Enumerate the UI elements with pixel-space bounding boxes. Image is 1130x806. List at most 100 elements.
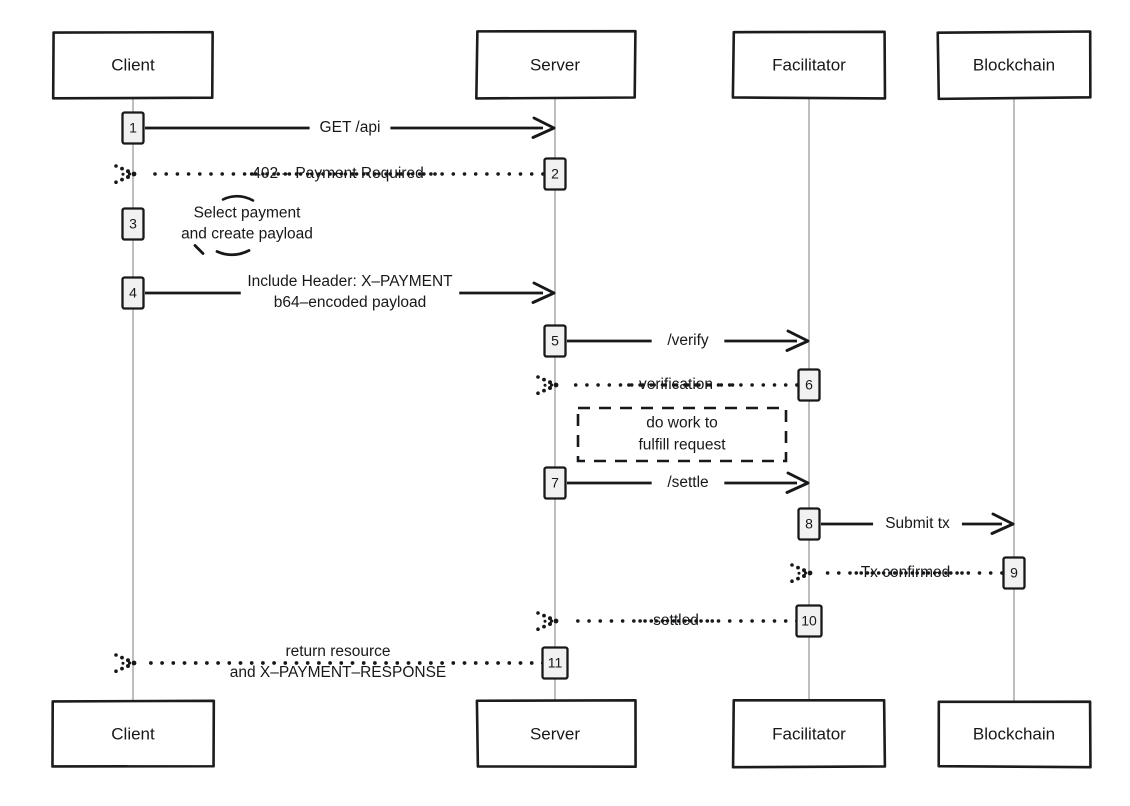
arrowhead-dot xyxy=(554,619,559,624)
step-marker-11: 11 xyxy=(543,648,568,679)
message-7: /settle xyxy=(567,473,808,493)
self-note-line: Select payment xyxy=(194,205,302,222)
self-note-line: and create payload xyxy=(181,226,313,243)
step-marker-9: 9 xyxy=(1004,558,1025,589)
sketch-accent-tick-icon xyxy=(195,246,203,254)
arrowhead-dot xyxy=(548,622,552,626)
step-number: 9 xyxy=(1010,565,1018,581)
step-number: 8 xyxy=(805,516,813,532)
arrowhead-dot xyxy=(128,172,131,175)
message-9: Tx confirmed xyxy=(790,563,1002,583)
step-number: 1 xyxy=(129,120,137,136)
step-marker-3: 3 xyxy=(123,209,144,240)
sketch-accent-top-icon xyxy=(223,196,253,200)
arrowhead-dot xyxy=(114,653,118,657)
arrowhead-dot xyxy=(126,664,130,668)
arrowhead-dot xyxy=(536,627,540,631)
message-label: Tx confirmed xyxy=(861,564,951,581)
message-4: Include Header: X–PAYMENT b64–encoded pay… xyxy=(145,273,554,311)
actor-box-server-bottom: Server xyxy=(477,700,636,766)
step-number: 5 xyxy=(551,333,559,349)
arrowhead-dot xyxy=(114,164,118,168)
arrowhead-dot xyxy=(550,383,553,386)
arrowhead-dot xyxy=(126,175,130,179)
arrowhead-dot xyxy=(114,180,118,184)
step-number: 11 xyxy=(548,655,563,671)
actor-box-server-top: Server xyxy=(476,31,635,98)
message-label: verification xyxy=(639,376,713,393)
arrowhead-dot xyxy=(544,384,547,387)
step-marker-2: 2 xyxy=(545,159,566,190)
actor-boxes-top: Client Server Facilitator Blockchain xyxy=(53,31,1090,99)
message-8: Submit tx xyxy=(821,514,1013,534)
arrowhead-dot xyxy=(550,619,553,622)
message-6: verification xyxy=(536,375,797,395)
note-label-line: do work to xyxy=(646,415,718,432)
message-label: Submit tx xyxy=(885,515,950,532)
message-label-line: Include Header: X–PAYMENT xyxy=(247,273,453,290)
arrowhead-dot xyxy=(542,614,546,618)
arrowhead-dot xyxy=(128,661,131,664)
arrowhead-dot xyxy=(542,625,546,629)
arrowhead-dot xyxy=(796,577,800,581)
actor-label-blockchain: Blockchain xyxy=(973,55,1055,74)
self-note-3: Select payment and create payload xyxy=(181,196,313,255)
message-label: settled xyxy=(653,612,699,629)
note-label-line: fulfill request xyxy=(638,437,726,454)
actor-label-blockchain: Blockchain xyxy=(973,724,1055,743)
arrowhead-dot xyxy=(114,669,118,673)
arrowhead-dot xyxy=(536,391,540,395)
arrowhead-dot xyxy=(790,579,794,583)
arrowhead-dot xyxy=(796,566,800,570)
message-label-line: return resource xyxy=(285,643,390,660)
step-number: 10 xyxy=(801,613,817,629)
actor-label-client: Client xyxy=(111,724,155,743)
message-1: GET /api xyxy=(145,118,554,138)
message-label-line: and X–PAYMENT–RESPONSE xyxy=(230,664,447,681)
step-marker-8: 8 xyxy=(799,509,820,540)
actor-label-server: Server xyxy=(530,55,580,74)
actor-box-facilitator-top: Facilitator xyxy=(733,32,885,99)
sketch-accent-bottom-icon xyxy=(217,251,249,255)
arrowhead-dot xyxy=(548,386,552,390)
message-label-line: b64–encoded payload xyxy=(274,294,427,311)
arrowhead-dot xyxy=(120,656,124,660)
arrowhead-dot xyxy=(120,178,124,182)
arrowhead-dot xyxy=(132,172,137,177)
step-marker-5: 5 xyxy=(545,326,566,357)
actor-label-server: Server xyxy=(530,724,580,743)
actor-box-blockchain-bottom: Blockchain xyxy=(939,702,1091,768)
actor-label-facilitator: Facilitator xyxy=(772,724,846,743)
message-label: GET /api xyxy=(320,119,381,136)
message-10: settled xyxy=(536,611,797,631)
message-label: /settle xyxy=(667,474,708,491)
actor-label-client: Client xyxy=(111,55,155,74)
actor-label-facilitator: Facilitator xyxy=(772,55,846,74)
arrowhead-dot xyxy=(122,173,125,176)
step-number: 4 xyxy=(129,285,137,301)
arrowhead-dot xyxy=(802,574,806,578)
arrowhead-dot xyxy=(790,563,794,567)
actor-box-client-top: Client xyxy=(53,32,212,98)
arrowhead-dot xyxy=(544,620,547,623)
step-number: 3 xyxy=(129,216,137,232)
step-number: 7 xyxy=(551,475,559,491)
step-marker-4: 4 xyxy=(123,278,144,309)
step-marker-1: 1 xyxy=(123,113,144,144)
arrowhead-dot xyxy=(554,383,559,388)
arrowhead-dot xyxy=(542,378,546,382)
lifelines-layer xyxy=(133,98,1014,701)
arrowhead-dot xyxy=(798,572,801,575)
step-markers-layer: 1 2 3 4 5 6 7 8 9 10 11 xyxy=(123,113,1025,679)
notes-layer: do work to fulfill request xyxy=(578,408,786,461)
arrowhead-dot xyxy=(536,611,540,615)
arrowhead-dot xyxy=(542,389,546,393)
messages-layer: GET /api402 – Payment RequiredSelect pay… xyxy=(114,118,1013,681)
arrowhead-dot xyxy=(808,571,813,576)
arrowhead-dot xyxy=(132,661,137,666)
arrowhead-dot xyxy=(536,375,540,379)
step-number: 6 xyxy=(805,377,813,393)
note-do-work: do work to fulfill request xyxy=(578,408,786,461)
